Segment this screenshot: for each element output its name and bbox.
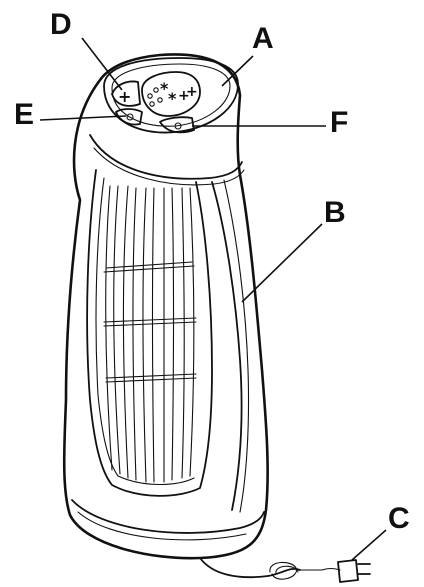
control-star-2: * xyxy=(168,89,177,108)
control-plus-1: + xyxy=(178,88,190,104)
plus-button-symbol: + xyxy=(118,87,131,106)
label-f: F xyxy=(330,106,348,139)
leader-line-b xyxy=(241,223,323,303)
label-e: E xyxy=(14,98,34,131)
label-c: C xyxy=(388,502,410,535)
power-cord xyxy=(199,557,371,583)
control-star-1: * xyxy=(160,79,169,98)
label-d: D xyxy=(50,8,72,41)
callout-labels: A B C D E F xyxy=(14,8,410,535)
label-b: B xyxy=(324,196,346,229)
leader-line-a xyxy=(221,55,254,87)
control-plus-2: + xyxy=(186,84,198,100)
plug-body xyxy=(337,559,359,583)
leader-line-d xyxy=(81,37,123,91)
leader-line-c xyxy=(351,529,387,561)
leader-lines xyxy=(39,37,387,561)
tower-fan-body xyxy=(62,53,269,560)
leader-line-e xyxy=(39,115,127,121)
label-a: A xyxy=(252,22,274,55)
grille-slats xyxy=(103,185,197,483)
control-panel: * * + + + xyxy=(103,57,239,134)
